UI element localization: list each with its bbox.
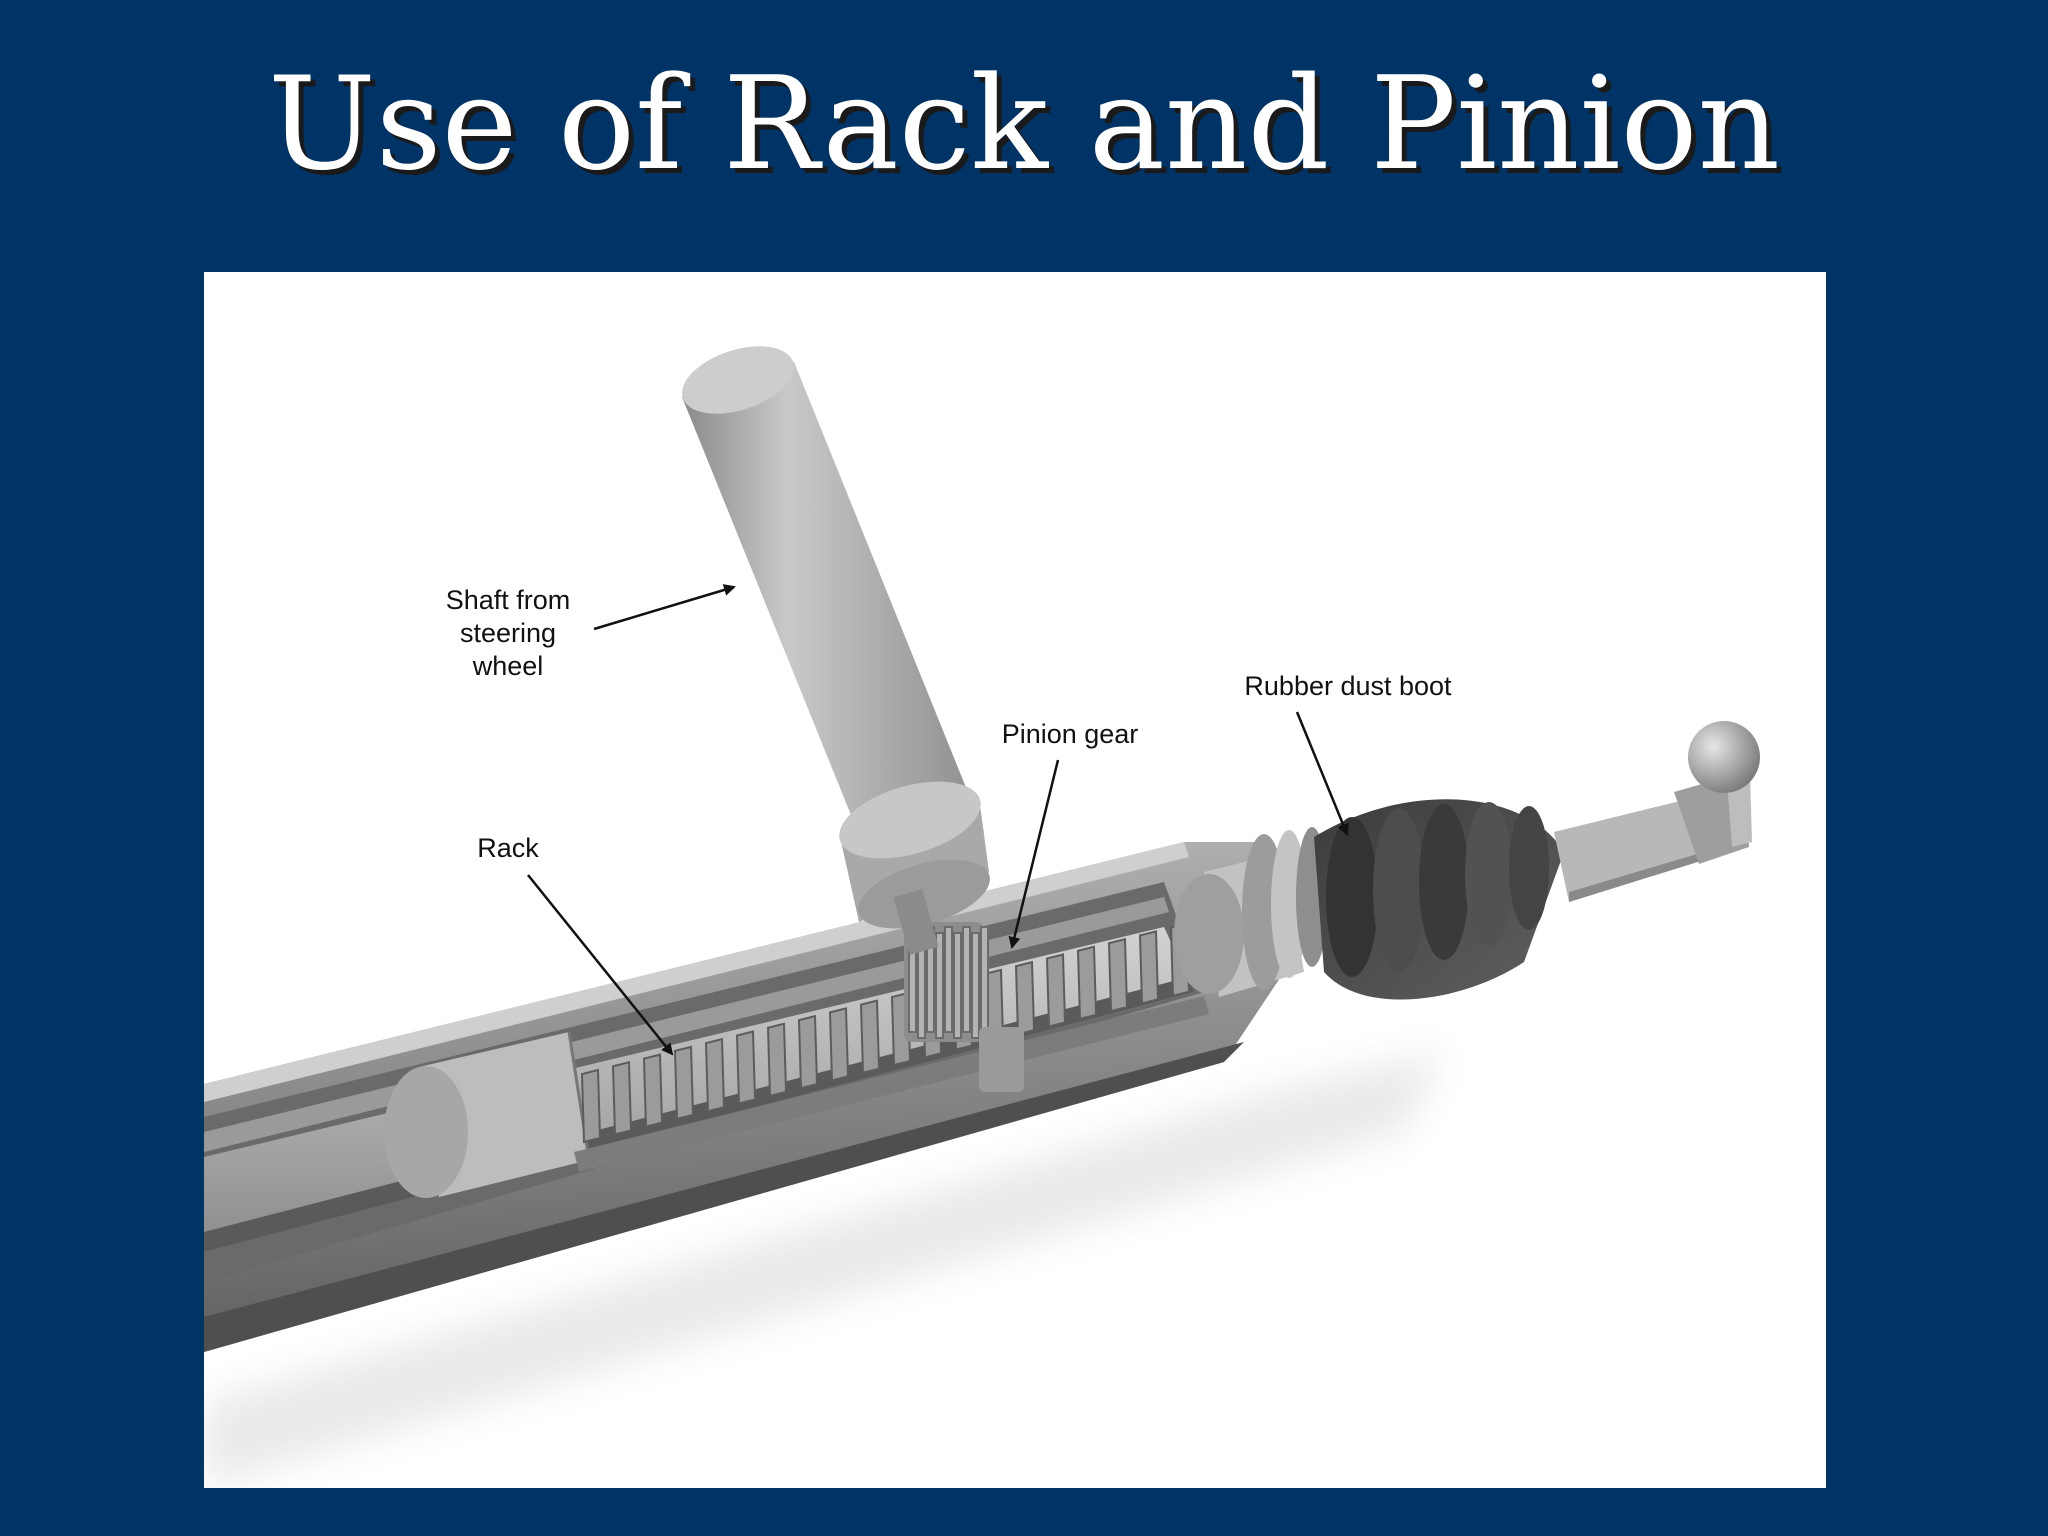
slide-title: Use of Rack and Pinion: [268, 50, 1780, 199]
arrow-rack: [527, 874, 674, 1056]
rack-tooth: [1045, 953, 1067, 1028]
rack-tooth: [859, 999, 881, 1074]
pinion-tooth: [935, 932, 944, 1039]
rubber-dust-boot: [1314, 799, 1564, 1000]
rack-tooth: [611, 1061, 633, 1136]
label-pinion-gear: Pinion gear: [1002, 719, 1139, 749]
rack-and-pinion-figure: Shaft from steering wheel Rubber dust bo…: [204, 272, 1826, 1488]
pinion-tooth: [971, 932, 980, 1039]
rack-tooth: [1138, 930, 1160, 1005]
rack-tooth: [1014, 960, 1036, 1036]
rack-tooth: [797, 1014, 819, 1090]
rack-tooth: [673, 1045, 695, 1121]
label-shaft-line1: Shaft from: [446, 585, 571, 615]
rack-tooth: [580, 1068, 602, 1144]
ball-joint: [1688, 721, 1760, 793]
pinion-tooth: [953, 932, 962, 1039]
pinion-tooth: [962, 926, 971, 1033]
rack-tooth: [1076, 945, 1098, 1021]
diagram-labels: Shaft from steering wheel Rubber dust bo…: [446, 585, 1452, 863]
label-shaft-line2: steering: [460, 618, 556, 648]
rack-tooth: [828, 1007, 850, 1082]
arrow-shaft: [593, 584, 736, 631]
steering-shaft: [682, 346, 990, 955]
pinion-tooth: [980, 926, 989, 1033]
rack-bushing: [384, 1031, 591, 1198]
boot-collar: [1242, 827, 1328, 990]
leader-arrows: [527, 584, 1349, 1056]
rack-tooth: [704, 1037, 726, 1113]
rack-and-pinion-illustration: Shaft from steering wheel Rubber dust bo…: [204, 346, 1760, 1488]
label-rubber-dust-boot: Rubber dust boot: [1244, 671, 1452, 701]
arrow-rubber-boot: [1295, 711, 1349, 836]
rack-tooth: [735, 1030, 757, 1105]
tie-rod: [1554, 721, 1760, 902]
floor-shadow: [204, 1052, 1444, 1488]
rack-tooth: [766, 1022, 788, 1098]
rack-tooth: [642, 1053, 664, 1128]
arrow-pinion-gear: [1008, 759, 1060, 949]
rack-bar: [574, 996, 1209, 1172]
label-rack: Rack: [477, 833, 539, 863]
rack-tooth: [1107, 937, 1129, 1013]
label-shaft-line3: wheel: [472, 651, 544, 681]
pinion-tooth: [944, 926, 953, 1033]
